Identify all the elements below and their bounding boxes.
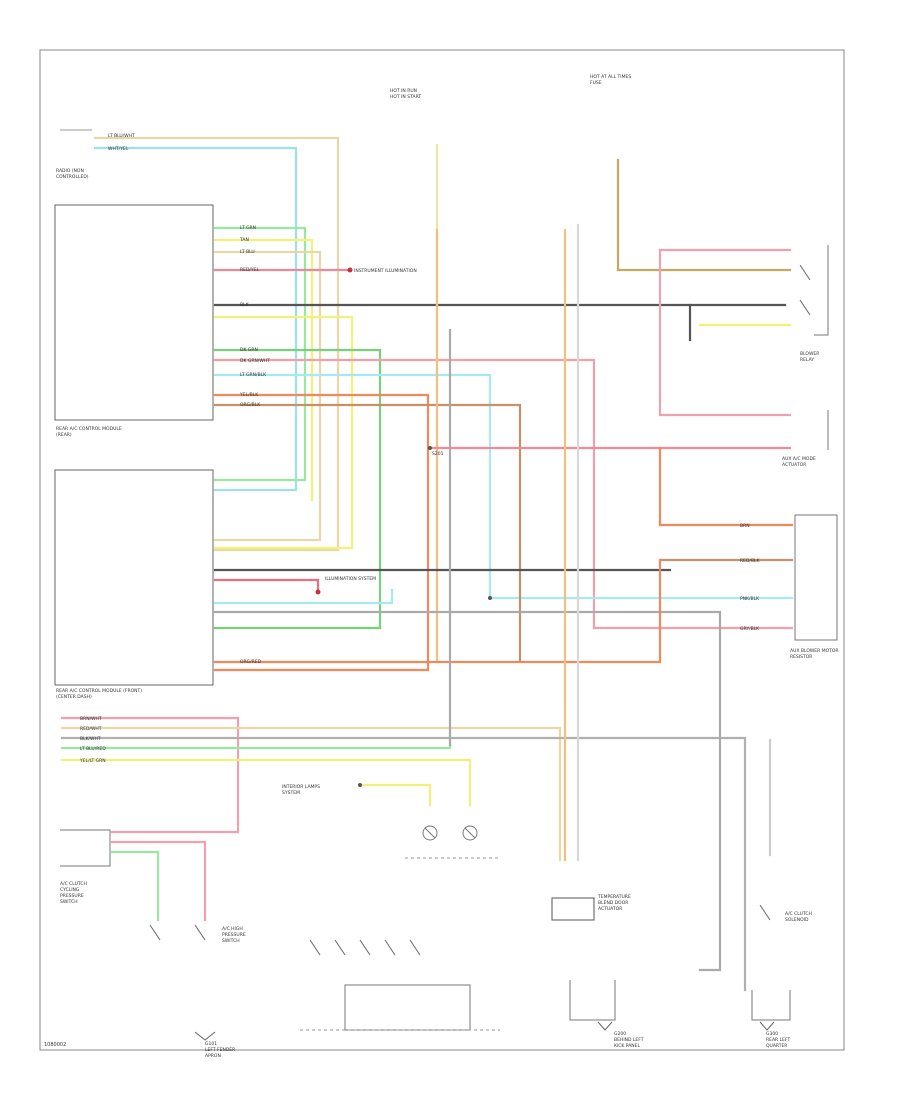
wire-tan-fuse: [616, 158, 792, 272]
switch-contacts: [149, 264, 811, 956]
wire-label-14: RED/BLK: [740, 558, 761, 564]
splice-1: [347, 267, 353, 273]
svg-text:REAR A/C CONTROL MODULE(REAR): REAR A/C CONTROL MODULE(REAR): [56, 426, 122, 438]
wire-gry-low: [60, 736, 747, 992]
splice-3: [428, 446, 432, 450]
wire-blk-main: [213, 303, 692, 342]
diagram-frame: [39, 49, 845, 1051]
wire-grn-switch: [110, 850, 160, 922]
wire-label-11: ORG/BLK: [240, 402, 261, 408]
wire-label-21: YEL/LT GRN: [79, 758, 106, 764]
wire-label-5: RED/YEL: [240, 267, 260, 273]
wire-brn-1: [213, 403, 522, 662]
lamp-right: [462, 825, 478, 841]
svg-text:REAR A/C CONTROL MODULE (FRONT: REAR A/C CONTROL MODULE (FRONT)(CENTER D…: [56, 688, 142, 700]
wire-tan-low: [60, 726, 562, 862]
splice-5: [358, 783, 362, 787]
wire-label-1: WHT/YEL: [108, 146, 129, 152]
switch-array-box: [344, 984, 471, 1031]
wire-pnk-2: [213, 358, 794, 630]
wire-ltblu-radio: [93, 146, 298, 492]
wire-org-2: [658, 446, 794, 527]
splice-4: [488, 596, 492, 600]
wire-label-19: BLK/WHT: [80, 736, 101, 742]
wire-pnk-relay: [658, 248, 792, 417]
wire-label-2: LT GRN: [240, 225, 256, 231]
wire-label-group: LT BLU/WHT WHT/YEL LT GRN TAN LT BLU RED…: [79, 133, 761, 764]
wire-gry-2: [213, 610, 722, 972]
label-illum-sys: ILLUMINATION SYSTEM: [325, 576, 376, 582]
wire-ltblu-front: [213, 588, 394, 605]
wire-label-17: BRN/WHT: [80, 716, 102, 722]
wire-label-8: DK GRN/WHT: [240, 358, 270, 364]
aux-blower-resistor: [794, 514, 838, 641]
figure-id: 1080002: [44, 1042, 66, 1048]
wire-yel-low: [60, 758, 472, 807]
wire-yel-gnd: [358, 783, 432, 807]
wire-yel-1: [213, 238, 314, 502]
wire-label-9: LT GRN/BLK: [240, 372, 267, 378]
wire-red-front: [213, 578, 320, 594]
wire-label-16: GRY/BLK: [740, 626, 760, 632]
splice-2: [315, 589, 321, 595]
temp-actuator-box: [551, 897, 595, 921]
wire-label-0: LT BLU/WHT: [108, 133, 135, 139]
ground-symbols: [194, 1021, 775, 1041]
wire-ltgrn-1: [213, 226, 307, 482]
ground-box-far-right: [751, 990, 791, 1021]
wire-label-20: LT BLU/RED: [80, 746, 106, 752]
front-control-module-label: REAR A/C CONTROL MODULE (FRONT)(CENTER D…: [56, 688, 142, 700]
wire-dkgrn-1: [213, 348, 382, 630]
blower-relay-bracket: [814, 245, 829, 336]
label-splice: S201: [432, 451, 444, 457]
wire-group: [60, 136, 794, 992]
ground-box-right: [569, 980, 616, 1021]
rear-control-module-label: REAR A/C CONTROL MODULE(REAR): [56, 426, 122, 438]
wire-label-18: RED/WHT: [80, 726, 102, 732]
wire-label-7: DK GRN: [240, 347, 258, 353]
wire-yel-2: [213, 315, 354, 550]
wire-org-3: [213, 558, 662, 664]
wire-pnk-low: [60, 716, 240, 834]
wire-pnk-switch: [110, 840, 207, 922]
wire-label-3: TAN: [239, 237, 249, 243]
wire-label-15: PNK/BLK: [740, 596, 760, 602]
wire-label-6: BLK: [240, 302, 250, 308]
wire-ltblu-2: [213, 373, 794, 600]
lamp-left: [422, 825, 438, 841]
rear-control-module: [54, 204, 214, 421]
wire-label-10: YEL/BLK: [239, 392, 259, 398]
wire-label-13: BRN: [740, 523, 750, 529]
label-illumination: INSTRUMENT ILLUMINATION: [354, 268, 417, 274]
wire-tan-radio: [93, 136, 340, 552]
wire-org-1: [213, 393, 430, 672]
front-control-module: [54, 469, 214, 686]
wire-label-4: LT BLU: [240, 249, 255, 255]
bottom-left-connector: [60, 829, 111, 867]
wire-label-12: ORG/RED: [240, 659, 262, 665]
